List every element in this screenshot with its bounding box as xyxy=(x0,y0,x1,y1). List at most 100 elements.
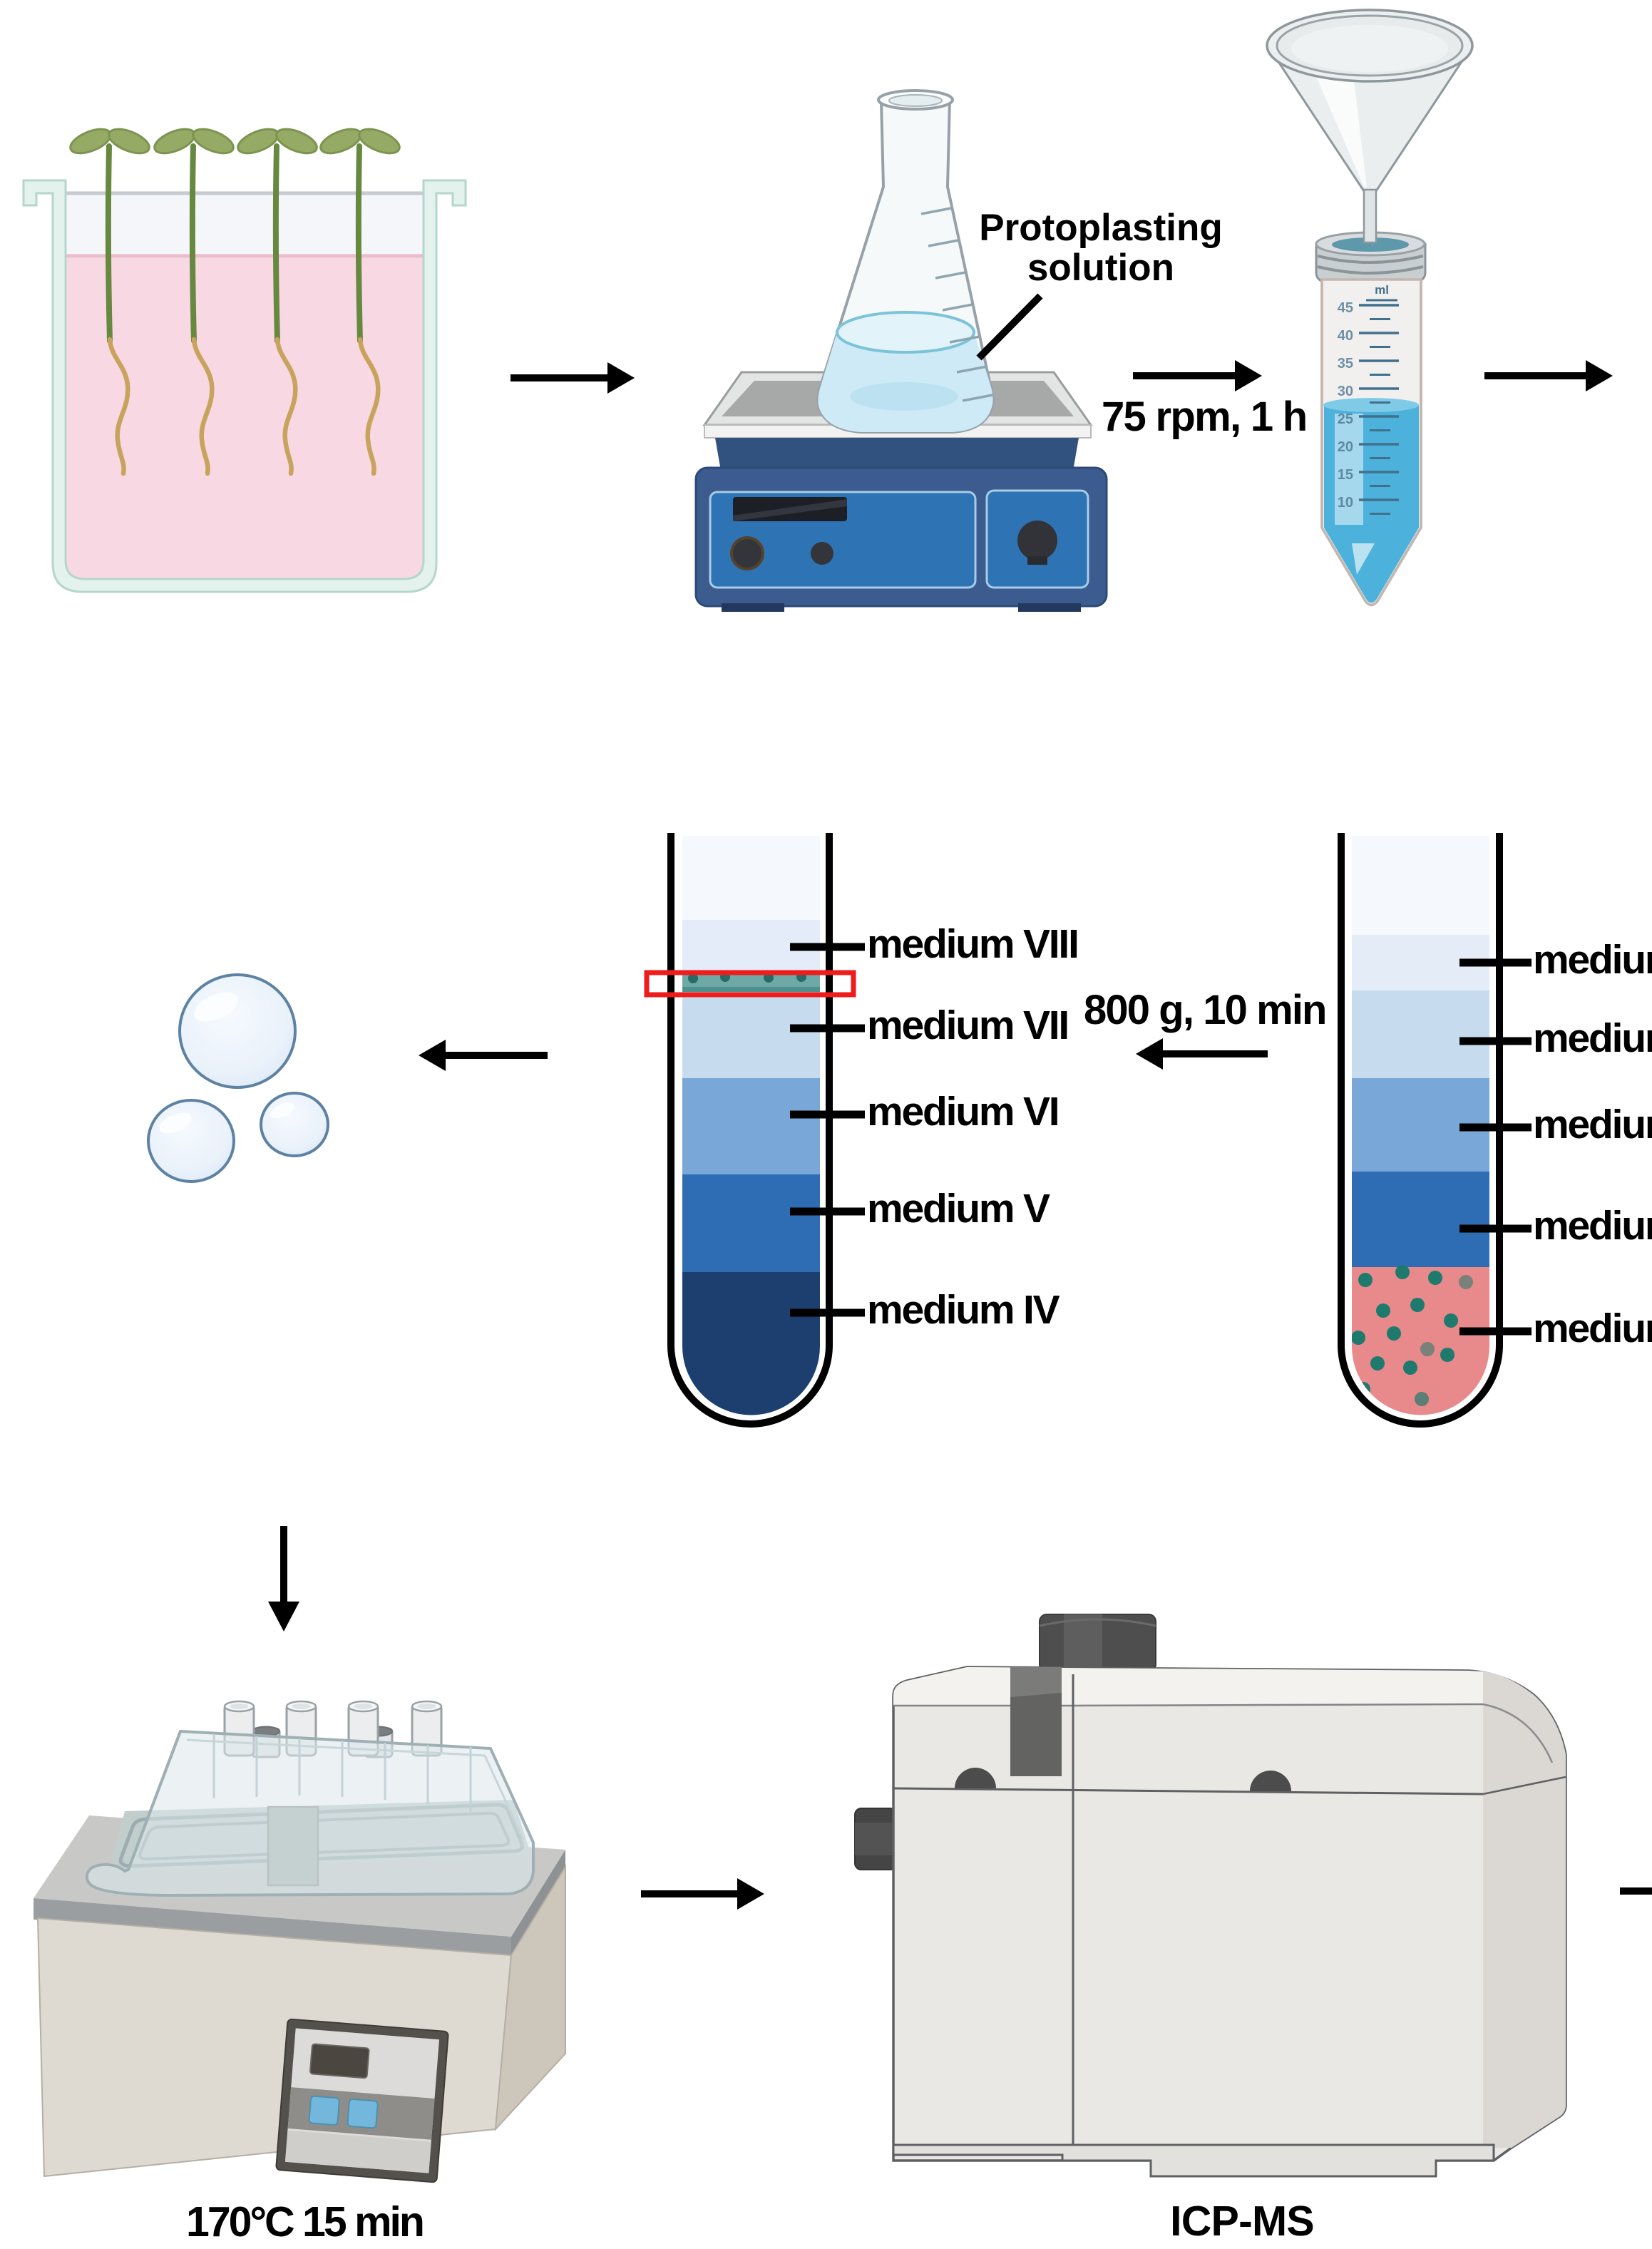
digestion-condition-label: 170°C 15 min xyxy=(186,2198,425,2245)
falcon-liquid-surface xyxy=(1323,398,1419,412)
bath-lid-ribs xyxy=(212,1734,472,1815)
icpms-top-knob-highlight xyxy=(1039,1618,1156,1627)
tube-before-label-medium-vi: medium VI xyxy=(1533,1102,1652,1147)
seedling-beaker xyxy=(22,128,467,593)
protoplast-cell-small xyxy=(260,1092,329,1157)
gradient-tube-after-centrifugation xyxy=(644,833,865,1428)
panel-bottom-strip xyxy=(284,2130,431,2173)
arrow-step5-icon xyxy=(1136,1038,1268,1070)
erlenmeyer-flask xyxy=(816,89,1043,434)
icpms-bump-left xyxy=(955,1768,996,1788)
icpms-dark-band-top xyxy=(1010,1667,1062,1697)
shaking-condition-label: 75 rpm, 1 h xyxy=(1102,394,1308,440)
funnel-stem xyxy=(1363,188,1377,244)
falcon-unit-label: ml xyxy=(1375,283,1389,297)
protoplast-cell-medium xyxy=(147,1099,235,1183)
flask-liquid-surface xyxy=(836,311,975,354)
bath-rim-front xyxy=(34,1898,511,1957)
layer-top-clear xyxy=(682,836,820,921)
falcon-grad-10: 10 xyxy=(1338,495,1353,511)
protoplast-cells xyxy=(147,973,329,1183)
layer-sample-pink xyxy=(1352,1267,1489,1415)
panel-button-1[interactable] xyxy=(308,2095,340,2126)
beaker-glass xyxy=(22,179,467,593)
seedling-stem xyxy=(105,143,113,344)
funnel-shine xyxy=(1315,75,1367,187)
tube-after-label-medium-viii: medium VIII xyxy=(867,921,1079,967)
protoplast-band-edge xyxy=(682,987,820,992)
seedling-root xyxy=(357,337,381,476)
seedling-root xyxy=(107,337,130,476)
tube-after-label-medium-v: medium V xyxy=(867,1186,1050,1231)
label-pointer-line xyxy=(976,293,1043,361)
cell-highlight xyxy=(194,992,238,1022)
icpms-side-face xyxy=(1483,1671,1566,2148)
seedling-stem xyxy=(355,143,363,344)
shaker-foot-right xyxy=(1018,603,1081,612)
falcon-tube: ml 45 40 35 30 25 20 15 10 xyxy=(1320,278,1422,607)
beaker-headspace xyxy=(66,191,424,257)
funnel-bowl xyxy=(1291,25,1448,72)
icpms-body xyxy=(892,1666,1567,2162)
seedling-leaf xyxy=(275,128,318,155)
seedling xyxy=(319,128,401,476)
falcon-grad-40: 40 xyxy=(1338,328,1353,344)
shaker-knob-small-1[interactable] xyxy=(730,536,764,570)
icpms-bump-right xyxy=(1250,1771,1291,1791)
shaker-pedestal xyxy=(715,438,1079,471)
icpms-top-face xyxy=(893,1667,1483,1706)
arrow-step7-icon xyxy=(641,1878,764,1910)
layer-medium-7 xyxy=(682,992,820,1078)
falcon-grad-45: 45 xyxy=(1338,300,1353,316)
arrow-step4-icon xyxy=(419,1040,548,1071)
cell-highlight xyxy=(159,1112,192,1134)
panel-button-2[interactable] xyxy=(347,2098,379,2129)
protoplast-band-highlight-box xyxy=(644,970,856,998)
shaker-knob-large[interactable] xyxy=(1017,521,1057,560)
protoplast-cell-large xyxy=(178,973,297,1089)
shaker-knob-small-2[interactable] xyxy=(811,542,833,565)
arrow-step2-icon xyxy=(1133,360,1262,391)
falcon-major-ticks xyxy=(1359,304,1399,501)
layer-medium-5 xyxy=(1352,1172,1489,1267)
bath-lid xyxy=(85,1729,535,1897)
tube-outline xyxy=(1338,833,1503,1428)
icpms-corner-line xyxy=(1482,1703,1554,1763)
centrifugation-condition-label: 800 g, 10 min xyxy=(1084,987,1327,1033)
shaker-display-shine xyxy=(733,499,847,521)
icp-ms-label: ICP-MS xyxy=(1170,2198,1315,2245)
arrow-step1-icon xyxy=(511,362,635,394)
falcon-grad-25: 25 xyxy=(1338,411,1353,427)
seedling-stem xyxy=(189,143,197,344)
falcon-cone-shine xyxy=(1352,543,1375,575)
growth-medium-liquid xyxy=(66,254,424,579)
tube-outline xyxy=(667,833,833,1428)
seedling-leaf xyxy=(192,128,235,155)
layer-top-clear xyxy=(1352,836,1489,938)
icpms-horizontal-seam xyxy=(893,1787,1484,1795)
seedlings xyxy=(69,128,401,476)
flask-liquid xyxy=(818,332,993,432)
falcon-minor-ticks xyxy=(1370,318,1390,515)
tube-after-label-medium-iv: medium IV xyxy=(867,1287,1060,1333)
flask-liquid-shine xyxy=(850,382,958,411)
panel-display xyxy=(309,2043,370,2079)
tube-before-label-medium-v: medium V xyxy=(1533,1203,1652,1249)
flask-graduation-ticks xyxy=(920,207,993,402)
icp-ms-instrument xyxy=(854,1614,1567,2178)
orbital-shaker xyxy=(694,89,1108,612)
funnel-and-falcon-tube: ml 45 40 35 30 25 20 15 10 xyxy=(1266,9,1474,607)
icpms-base xyxy=(892,2143,1495,2178)
bath-rim-side xyxy=(511,1850,565,1957)
seedling-leaf xyxy=(358,128,401,155)
bath-body-side xyxy=(494,1864,566,2131)
tube-after-label-medium-vi: medium VI xyxy=(867,1089,1060,1134)
flask-mouth xyxy=(888,94,943,107)
cell-highlight xyxy=(270,1102,294,1119)
falcon-grad-15: 15 xyxy=(1338,467,1353,483)
shaker-knob-base xyxy=(1027,556,1047,565)
arrow-step3-icon xyxy=(1484,360,1613,391)
falcon-grad-20: 20 xyxy=(1338,439,1353,455)
seedling xyxy=(237,128,318,476)
